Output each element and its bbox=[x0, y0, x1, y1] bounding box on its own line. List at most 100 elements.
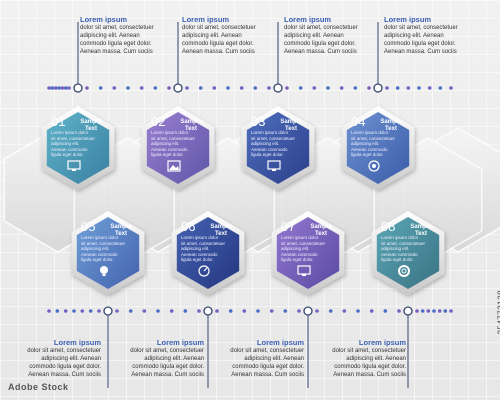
dot bbox=[356, 309, 360, 313]
dot bbox=[312, 86, 317, 90]
dot bbox=[449, 86, 453, 90]
hexagon-step-8: 08 Sample Text Lorem ipsum dolor sit ame… bbox=[373, 215, 443, 291]
step-body: Lorem ipsum dolor sit amet, consectetuer… bbox=[51, 130, 96, 157]
dot bbox=[449, 309, 453, 313]
dot bbox=[353, 86, 358, 90]
connector-node-top bbox=[173, 83, 183, 93]
hot-air-balloon-icon bbox=[100, 266, 108, 276]
hexagon-fill bbox=[376, 217, 440, 289]
dot bbox=[67, 86, 71, 90]
dot bbox=[297, 309, 301, 313]
dot bbox=[156, 309, 160, 313]
dot bbox=[228, 309, 233, 313]
dot bbox=[315, 309, 319, 313]
step-number: 02 bbox=[151, 114, 166, 129]
monitor-icon bbox=[67, 160, 81, 171]
dot bbox=[342, 309, 347, 313]
dot bbox=[417, 86, 421, 90]
monitor-icon bbox=[297, 265, 311, 276]
text-block-body: dolor sit amet, consectetuer adipiscing … bbox=[332, 348, 406, 378]
connector-node-top bbox=[373, 83, 383, 93]
dot bbox=[226, 86, 230, 90]
dot bbox=[185, 86, 189, 90]
text-block-title: Lorem ipsum bbox=[182, 15, 230, 24]
step-body: Lorem ipsum dolor sit amet, consectetuer… bbox=[351, 130, 396, 157]
dot bbox=[139, 86, 144, 90]
dot bbox=[395, 86, 400, 90]
dot bbox=[142, 309, 147, 313]
text-block-body: dolor sit amet, consectetuer adipiscing … bbox=[27, 348, 101, 378]
step-label: Sample Text bbox=[380, 119, 402, 132]
lifebuoy-icon bbox=[398, 265, 410, 277]
dot bbox=[63, 86, 68, 90]
dot bbox=[47, 86, 51, 90]
text-block-body: dolor sit amet, consectetuer adipiscing … bbox=[80, 25, 154, 55]
dot bbox=[385, 86, 389, 90]
text-block-top-3: Lorem ipsum dolor sit amet, consectetuer… bbox=[284, 15, 380, 56]
dot bbox=[285, 86, 289, 90]
dot bbox=[326, 86, 330, 90]
text-block-bottom-3: Lorem ipsum dolor sit amet, consectetuer… bbox=[208, 338, 304, 379]
dot bbox=[198, 86, 203, 90]
hexagon-step-3: 03 Sample Text Lorem ipsum dolor sit ame… bbox=[243, 110, 313, 186]
dot bbox=[328, 309, 333, 313]
step-number: 07 bbox=[281, 219, 296, 234]
dot bbox=[253, 86, 258, 90]
aperture-icon bbox=[368, 160, 380, 172]
dot bbox=[427, 86, 432, 90]
step-number: 06 bbox=[181, 219, 196, 234]
dot bbox=[169, 309, 174, 313]
step-body: Lorem ipsum dolor sit amet, consectetuer… bbox=[81, 235, 126, 262]
dot bbox=[420, 309, 425, 313]
dot bbox=[183, 309, 188, 313]
step-number: 01 bbox=[51, 114, 66, 129]
step-label: Sample Text bbox=[410, 224, 432, 237]
dot bbox=[63, 309, 68, 313]
step-hexagon-shape bbox=[41, 106, 115, 190]
text-block-bottom-4: Lorem ipsum dolor sit amet, consectetuer… bbox=[310, 338, 406, 379]
text-block-title: Lorem ipsum bbox=[256, 338, 304, 347]
text-block-top-2: Lorem ipsum dolor sit amet, consectetuer… bbox=[182, 15, 278, 56]
step-label: Sample Text bbox=[110, 224, 132, 237]
dot bbox=[283, 309, 288, 313]
step-number: 03 bbox=[251, 114, 266, 129]
stock-logo-text: Adobe Stock bbox=[8, 382, 69, 392]
text-block-title: Lorem ipsum bbox=[358, 338, 406, 347]
dot bbox=[53, 86, 58, 90]
dot bbox=[298, 86, 303, 90]
text-block-title: Lorem ipsum bbox=[53, 338, 101, 347]
dot bbox=[47, 309, 51, 313]
monitor-icon bbox=[267, 160, 281, 171]
connector-lines bbox=[73, 22, 413, 388]
step-body: Lorem ipsum dolor sit amet, consectetuer… bbox=[251, 130, 296, 157]
dot bbox=[415, 309, 419, 313]
connector-node-bottom bbox=[103, 306, 113, 316]
step-hexagons bbox=[41, 106, 445, 295]
text-block-body: dolor sit amet, consectetuer adipiscing … bbox=[384, 25, 458, 55]
dot bbox=[437, 309, 442, 313]
dot bbox=[98, 86, 103, 90]
step-body: Lorem ipsum dolor sit amet, consectetuer… bbox=[281, 235, 326, 262]
step-label: Sample Text bbox=[210, 224, 232, 237]
dot bbox=[85, 86, 89, 90]
hexagon-fill bbox=[176, 217, 240, 289]
step-number: 05 bbox=[81, 219, 96, 234]
step-hexagon-shape bbox=[141, 106, 215, 190]
dot bbox=[438, 86, 443, 90]
hexagon-step-5: 05 Sample Text Lorem ipsum dolor sit ame… bbox=[73, 215, 143, 291]
connector-node-top bbox=[73, 83, 83, 93]
hexagon-step-7: 07 Sample Text Lorem ipsum dolor sit ame… bbox=[273, 215, 343, 291]
dot bbox=[212, 86, 217, 90]
dot bbox=[397, 309, 401, 313]
dot bbox=[267, 86, 271, 90]
text-block-title: Lorem ipsum bbox=[156, 338, 204, 347]
dot bbox=[72, 309, 76, 313]
step-label: Sample Text bbox=[310, 224, 332, 237]
image-icon bbox=[167, 160, 181, 172]
dot bbox=[112, 86, 117, 90]
text-block-bottom-2: Lorem ipsum dolor sit amet, consectetuer… bbox=[108, 338, 204, 379]
dot bbox=[383, 309, 388, 313]
dot bbox=[126, 86, 130, 90]
dot bbox=[153, 86, 158, 90]
